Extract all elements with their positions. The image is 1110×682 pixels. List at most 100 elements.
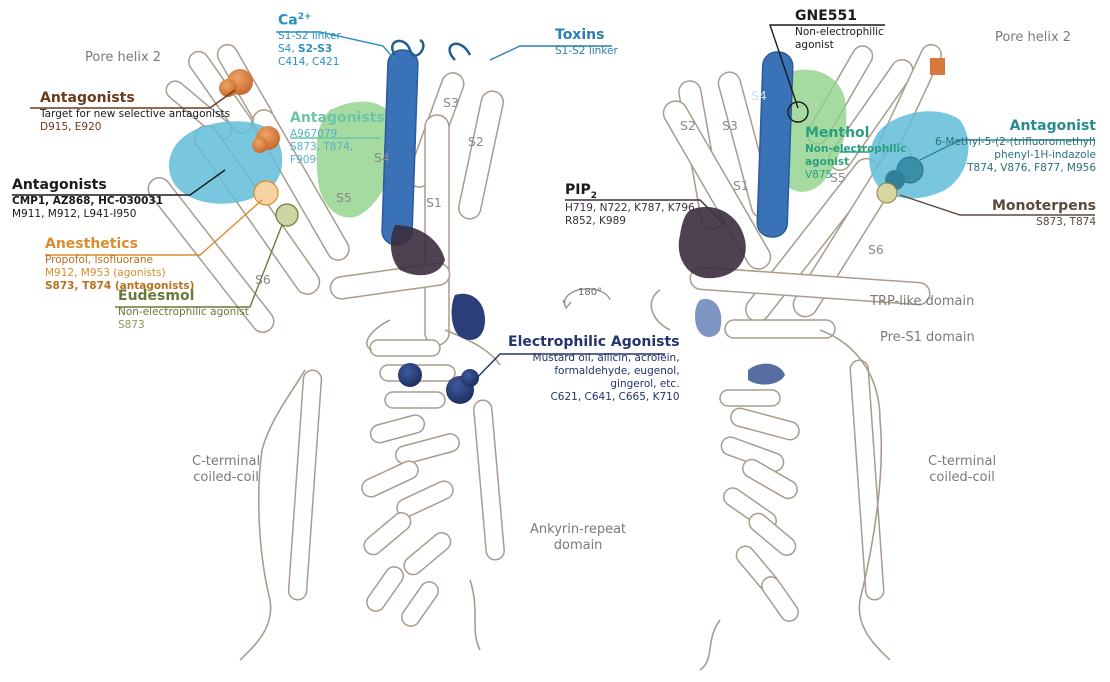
eudesmol-residue: [276, 204, 298, 226]
antagonists-target-callout: Antagonists Target for new selective ant…: [40, 90, 230, 134]
pip2-title: PIP2: [565, 182, 698, 202]
antag2-line1: A967079: [290, 128, 385, 141]
mono-line1: S873, T874: [992, 216, 1096, 229]
antag2-line2: S873, T874,: [290, 141, 385, 154]
c-terminal-label-right: C-terminal coiled-coil: [928, 454, 996, 487]
antag1-title: Antagonists: [40, 90, 230, 108]
segment-s1-right: S1: [733, 178, 749, 194]
segment-s2-right: S2: [680, 118, 696, 134]
eudesmol-callout: Eudesmol Non-electrophilic agonist S873: [118, 288, 249, 332]
pip2-line2: R852, K989: [565, 215, 698, 228]
ankyrin-cylinder: [720, 390, 780, 406]
electro-line2: formaldehyde, eugenol,: [508, 365, 680, 378]
electro-title: Electrophilic Agonists: [508, 334, 680, 352]
anesth-title: Anesthetics: [45, 236, 194, 254]
monoterpene-residue: [877, 183, 897, 203]
pip2-line1: H719, N722, K787, K796,: [565, 202, 698, 215]
antag1-line1: Target for new selective antagonists: [40, 108, 230, 121]
ankyrin-label: Ankyrin-repeat domain: [530, 522, 626, 555]
antagonists-cmp1-callout: Antagonists CMP1, AZ868, HC-030031 M911,…: [12, 177, 163, 221]
electro-line1: Mustard oil, allicin, acrolein,: [508, 352, 680, 365]
antagonist-r-line2: phenyl-1H-indazole: [935, 149, 1096, 162]
antagonist-r-title: Antagonist: [935, 118, 1096, 136]
antagonist-r-line1: 6-Methyl-5-(2-(trifluoromethyl): [935, 136, 1096, 149]
electro-line3: gingerol, etc.: [508, 378, 680, 391]
ankyrin-cylinder: [363, 563, 406, 614]
ca-line2: S4, S2-S3: [278, 43, 341, 56]
trp-like-domain-label: TRP-like domain: [870, 294, 974, 310]
segment-s3-left: S3: [443, 95, 459, 111]
ca-title: Ca2+: [278, 12, 341, 30]
menthol-line3: V875: [805, 169, 906, 182]
segment-s3-right: S3: [722, 118, 738, 134]
ankyrin-line2: domain: [530, 538, 626, 554]
segment-s6-right: S6: [868, 242, 884, 258]
c-terminal-cylinder: [850, 360, 885, 601]
pore-helix-label-left: Pore helix 2: [85, 50, 161, 66]
segment-s5-right: S5: [830, 170, 846, 186]
antag2-title: Antagonists: [290, 110, 385, 128]
orange-patch: [930, 58, 945, 75]
ankyrin-cylinder: [385, 392, 445, 408]
c-terminal-line2: coiled-coil: [192, 470, 260, 486]
segment-s1-left: S1: [426, 195, 442, 211]
segment-s4-left: S4: [374, 150, 390, 166]
gne-title: GNE551: [795, 8, 884, 26]
menthol-line2: agonist: [805, 156, 906, 169]
toxins-callout: Toxins S1-S2 linker: [555, 27, 618, 58]
electrophilic-blob-right: [695, 299, 721, 337]
ankyrin-cylinder: [370, 340, 440, 356]
ankyrin-cylinder: [401, 529, 455, 578]
pip2-callout: PIP2 H719, N722, K787, K796, R852, K989: [565, 182, 698, 228]
antag2-line3: F909: [290, 154, 385, 167]
mono-title: Monoterpens: [992, 198, 1096, 216]
anesthetic-residue: [254, 181, 278, 205]
electrophilic-blob: [452, 294, 485, 340]
pre-s1-cylinder: [725, 320, 835, 338]
antagonist-indazole-callout: Antagonist 6-Methyl-5-(2-(trifluoromethy…: [935, 118, 1096, 175]
antag-orange-residue: [252, 137, 268, 153]
c-terminal-label-left: C-terminal coiled-coil: [192, 454, 260, 487]
menthol-callout: Menthol Non-electrophilic agonist V875: [805, 125, 906, 182]
ca-line3: C414, C421: [278, 56, 341, 69]
pore-helix-label-right: Pore helix 2: [995, 30, 1071, 46]
segment-s6-left: S6: [255, 272, 271, 288]
ankyrin-line1: Ankyrin-repeat: [530, 522, 626, 538]
c-terminal-line2: coiled-coil: [928, 470, 996, 486]
eudesmol-title: Eudesmol: [118, 288, 249, 306]
eudesmol-line2: S873: [118, 319, 249, 332]
toxins-line1: S1-S2 linker: [555, 45, 618, 58]
menthol-title: Menthol: [805, 125, 906, 143]
ankyrin-cylinder: [758, 573, 801, 624]
c-terminal-cylinder: [473, 400, 505, 561]
electrophilic-agonists-callout: Electrophilic Agonists Mustard oil, alli…: [508, 334, 680, 404]
gne551-callout: GNE551 Non-electrophilic agonist: [795, 8, 884, 52]
menthol-line1: Non-electrophilic: [805, 143, 906, 156]
c-terminal-cylinder: [288, 370, 322, 601]
antagonists-a967079-callout: Antagonists A967079 S873, T874, F909: [290, 110, 385, 167]
ankyrin-cylinder: [369, 413, 427, 445]
pre-s1-domain-label: Pre-S1 domain: [880, 330, 975, 346]
c-terminal-line1: C-terminal: [928, 454, 996, 470]
ankyrin-cylinder: [359, 458, 421, 500]
gne-line2: agonist: [795, 39, 884, 52]
segment-s4-right: S4: [751, 88, 767, 104]
electrophilic-residue: [398, 363, 422, 387]
eudesmol-line1: Non-electrophilic agonist: [118, 306, 249, 319]
toxins-title: Toxins: [555, 27, 618, 45]
ca-callout: Ca2+ S1-S2 linker S4, S2-S3 C414, C421: [278, 12, 341, 70]
gne-line1: Non-electrophilic: [795, 26, 884, 39]
segment-s2-left: S2: [468, 134, 484, 150]
c-terminal-line1: C-terminal: [192, 454, 260, 470]
anesthetics-callout: Anesthetics Propofol, Isofluorane M912, …: [45, 236, 194, 293]
ankyrin-cylinder: [729, 406, 801, 442]
electrophilic-blob-right: [748, 364, 785, 385]
segment-s5-left: S5: [336, 190, 352, 206]
monoterpens-callout: Monoterpens S873, T874: [992, 198, 1096, 229]
s2-helix: [457, 89, 506, 221]
rotation-label: 180°: [578, 287, 602, 300]
antag3-line2: M911, M912, L941-I950: [12, 208, 163, 221]
ankyrin-cylinder: [398, 578, 441, 629]
antag3-line1: CMP1, AZ868, HC-030031: [12, 195, 163, 208]
